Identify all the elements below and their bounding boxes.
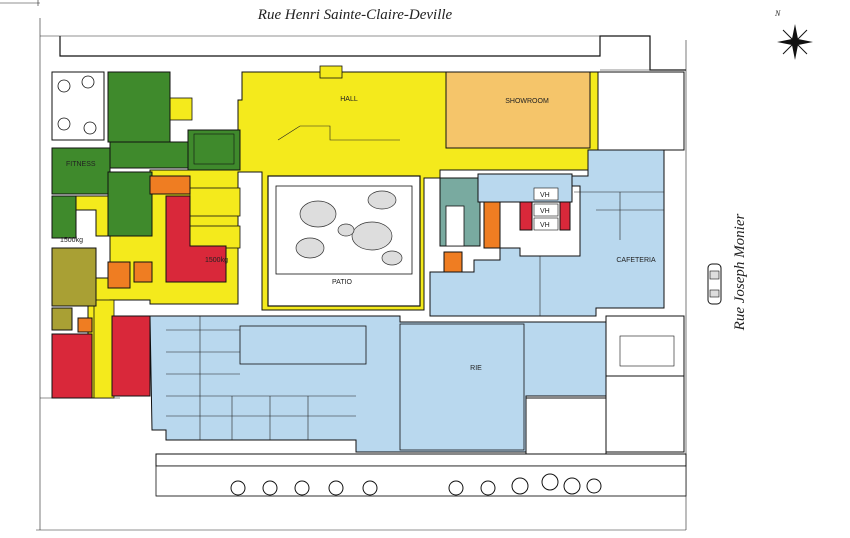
vh-label: VH [540, 208, 550, 215]
tree-icon [57, 75, 97, 135]
capacity-label: 1500kg [205, 257, 228, 264]
red-zone [51, 185, 571, 399]
car-icon [707, 263, 722, 305]
street-name-east: Rue Joseph Monier [732, 214, 748, 332]
street-name-north: Rue Henri Sainte-Claire-Deville [257, 7, 453, 23]
compass-north-label: N [774, 9, 781, 18]
rie-label: RIE [470, 365, 482, 372]
blue-zone [149, 149, 665, 453]
compass-rose-icon: N [774, 9, 813, 60]
olive-room [51, 307, 73, 331]
hall-entrance [319, 65, 343, 79]
orange-zone [77, 175, 501, 333]
olive-room [51, 247, 97, 307]
vh-label: VH [540, 192, 550, 199]
office-partitions [166, 191, 664, 440]
showroom-room [445, 71, 591, 149]
showroom-label: SHOWROOM [505, 98, 549, 105]
vh-rooms [533, 187, 559, 231]
green-zone [51, 71, 241, 239]
cafeteria-label: CAFETERIA [616, 257, 656, 264]
vh-label: VH [540, 222, 550, 229]
patio-label: PATIO [332, 279, 353, 286]
hall-desk [277, 125, 400, 141]
capacity-label: 1500kg [60, 237, 83, 244]
fitness-label: FITNESS [66, 161, 96, 168]
stair-well [445, 205, 465, 247]
hall-label: HALL [340, 96, 358, 103]
tree-icon [230, 473, 602, 496]
site-boundary [36, 18, 687, 531]
annex-outline [525, 71, 685, 455]
patio-garden-pattern [295, 190, 403, 266]
